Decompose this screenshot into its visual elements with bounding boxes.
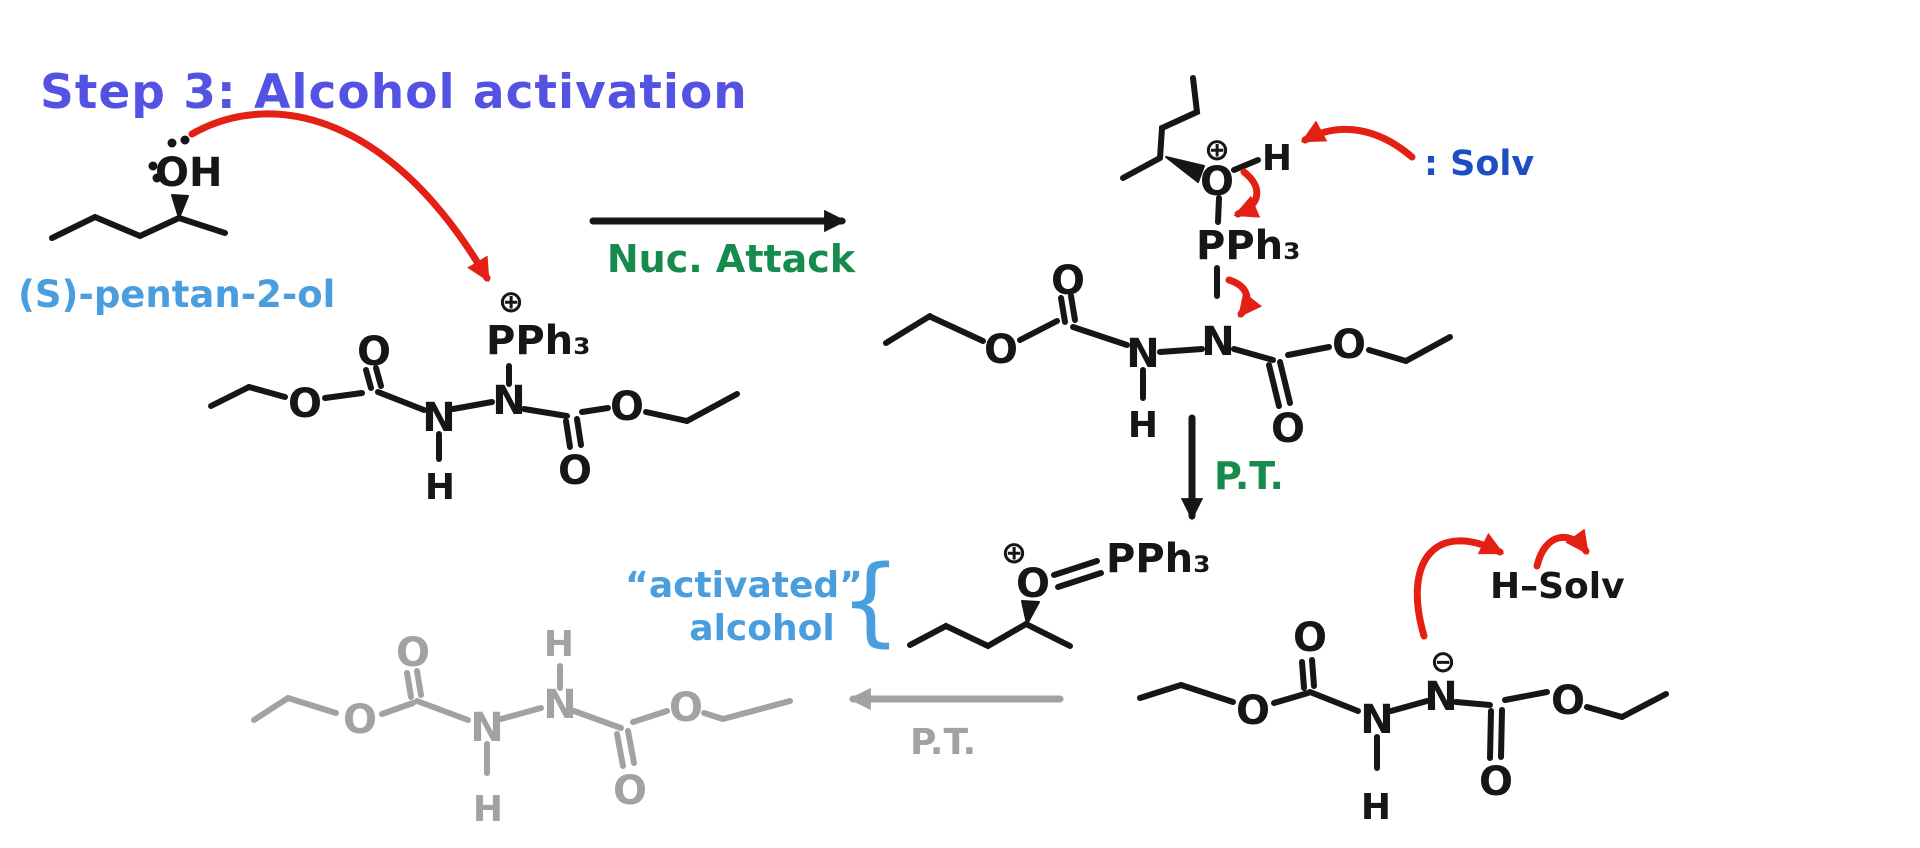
plus-charge: ⊕: [498, 284, 524, 320]
stereo-wedge-bond: [1021, 600, 1040, 625]
lone-pair-dot: [148, 161, 158, 171]
nh-hydrogen: H: [1361, 787, 1391, 828]
carbonyl-oxygen: O: [1271, 406, 1305, 452]
hydroxyl-label: OH: [155, 150, 222, 196]
activated-note-line2: alcohol: [689, 608, 834, 649]
substrate-name-label: (S)-pentan-2-ol: [18, 273, 335, 316]
ester-oxygen: O: [1551, 678, 1585, 724]
oxyphosphonium-intermediate-structure: O ⊕ H PPh₃ N N H O O O O: [883, 75, 1453, 452]
triphenylphosphine-label: PPh₃: [1196, 223, 1301, 269]
triphenylphosphine-label: PPh₃: [486, 318, 591, 364]
ester-oxygen: O: [610, 384, 644, 430]
pentanol-structure: OH: [49, 135, 228, 241]
curved-arrow-oh-bond-to-op: [1233, 168, 1261, 218]
proton-transfer-label: P.T.: [1214, 454, 1284, 498]
curved-arrow-n-anion-to-hsolv: [1413, 532, 1505, 640]
nitrogen-atom: N: [422, 395, 455, 441]
solvent-label: : Solv: [1424, 144, 1534, 184]
nh-hydrogen: H: [1128, 405, 1158, 446]
hydrazide-byproduct-structure: O O N H N H O O: [251, 624, 793, 830]
ester-oxygen: O: [984, 327, 1018, 373]
nh-hydrogen: H: [425, 467, 455, 508]
phosphonium-oxygen: O: [1016, 561, 1050, 607]
ester-oxygen: O: [288, 381, 322, 427]
curved-arrow-oh-to-phosphonium: [188, 110, 491, 283]
h-solv-label: H–Solv: [1490, 566, 1625, 607]
triphenylphosphine-label: PPh₃: [1106, 536, 1211, 582]
proton-transfer-gray-label: P.T.: [910, 722, 976, 763]
lone-pair-dot: [180, 135, 190, 145]
lone-pair-dot: [167, 138, 177, 148]
hydrazide-anion-structure: O O N H N ⊖ O O: [1137, 615, 1669, 828]
carbonyl-oxygen: O: [1293, 615, 1327, 661]
hydrazide-anion-skeleton: [1137, 657, 1669, 771]
anion-nitrogen: N: [1424, 674, 1457, 720]
nitrogen-atom: N: [1126, 331, 1159, 377]
minus-charge: ⊖: [1430, 644, 1456, 680]
carbonyl-oxygen: O: [1479, 759, 1513, 805]
page-title: Step 3: Alcohol activation: [40, 65, 748, 120]
oxyphosphonium-skeleton: [883, 75, 1453, 409]
ester-oxygen: O: [1236, 688, 1270, 734]
nitrogen-atom: N: [543, 682, 576, 728]
carbonyl-oxygen: O: [1051, 258, 1085, 304]
nitrogen-atom: N: [470, 705, 503, 751]
stereo-wedge-bond: [1165, 156, 1205, 183]
betaine-structure: O O N H N PPh₃ ⊕ O O: [208, 284, 740, 508]
plus-charge: ⊕: [1204, 132, 1230, 168]
ester-oxygen: O: [1332, 322, 1366, 368]
curved-arrow-solvent-to-h: [1300, 120, 1416, 161]
activated-alcohol-skeleton: [907, 558, 1104, 650]
stereo-wedge-bond: [171, 194, 189, 219]
curved-arrow-pn-bond-to-n: [1225, 276, 1263, 318]
activated-alcohol-structure: O ⊕ PPh₃: [907, 535, 1211, 650]
nitrogen-atom: N: [492, 378, 525, 424]
carbonyl-oxygen: O: [396, 630, 430, 676]
curly-brace: {: [840, 545, 901, 657]
pentanol-skeleton: [49, 213, 228, 241]
carbonyl-oxygen: O: [357, 329, 391, 375]
protonated-oxygen: O: [1200, 159, 1234, 205]
carbonyl-oxygen: O: [558, 448, 592, 494]
hydrazide-byproduct-skeleton: [251, 663, 793, 776]
oh-hydrogen: H: [1262, 138, 1292, 179]
activated-note-line1: “activated”: [625, 565, 863, 606]
carbonyl-oxygen: O: [613, 768, 647, 814]
nitrogen-atom: N: [1201, 319, 1234, 365]
nh-hydrogen: H: [544, 624, 574, 665]
lone-pair-dot: [152, 173, 162, 183]
nitrogen-atom: N: [1360, 697, 1393, 743]
curved-arrow-hsolv-bond-to-solv: [1533, 528, 1590, 570]
plus-charge: ⊕: [1001, 535, 1027, 571]
ester-oxygen: O: [343, 697, 377, 743]
ester-oxygen: O: [669, 685, 703, 731]
betaine-skeleton: [208, 363, 740, 462]
nh-hydrogen: H: [473, 789, 503, 830]
nuc-attack-label: Nuc. Attack: [607, 237, 856, 281]
